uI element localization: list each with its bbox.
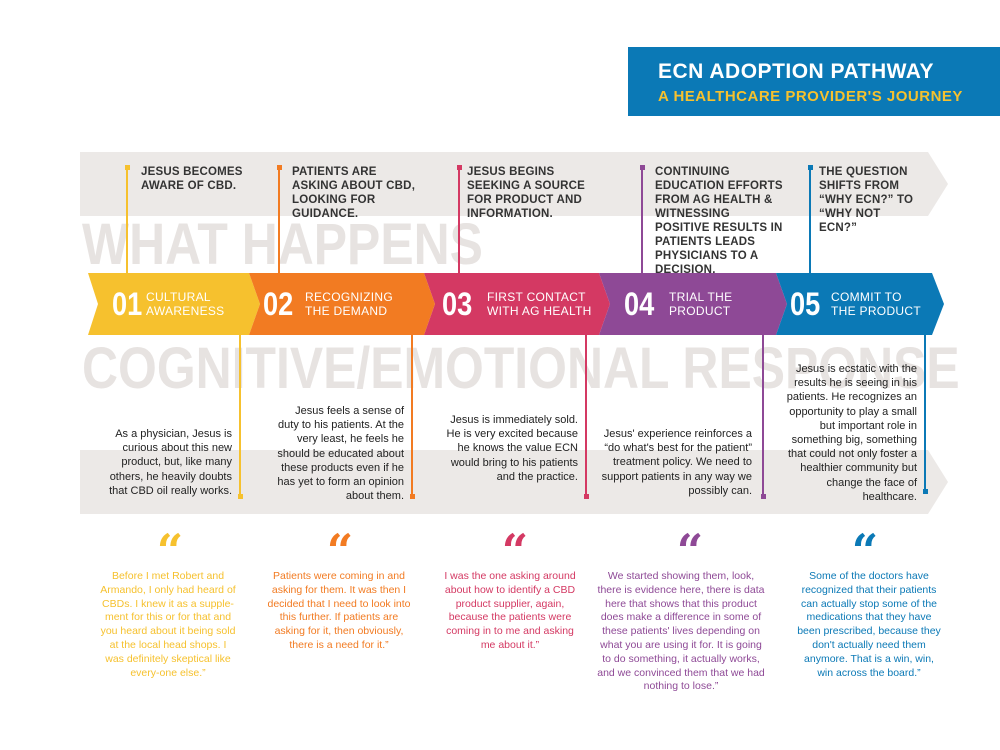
- connector-marker-5: [807, 165, 813, 170]
- connector-marker-1: [124, 165, 130, 170]
- event-text-4: CONTINUING EDUCATION EFFORTS FROM AG HEA…: [655, 166, 783, 276]
- step-label-3: FIRST CONTACT WITH AG HEALTH: [487, 290, 592, 318]
- quote-mark-2: “: [326, 524, 354, 578]
- response-text-2: Jesus feels a sense of duty to his patie…: [277, 405, 404, 503]
- response-line-1: [239, 335, 241, 497]
- quote-mark-3: “: [501, 524, 529, 578]
- response-marker-4: [760, 494, 766, 499]
- section-label-what-happens: WHAT HAPPENS: [82, 212, 483, 277]
- quote-text-1: Before I met Robert and Armando, I only …: [100, 570, 236, 679]
- step-label-5: COMMIT TO THE PRODUCT: [831, 290, 921, 318]
- response-text-4: Jesus' experience reinforces a “do what'…: [601, 428, 752, 497]
- response-line-3: [585, 335, 587, 497]
- step-1: 01 CULTURAL AWARENESS: [88, 273, 260, 335]
- page-subtitle: A HEALTHCARE PROVIDER'S JOURNEY: [658, 88, 963, 105]
- connector-line-4: [641, 166, 643, 280]
- step-number-4: 04: [624, 286, 655, 322]
- quote-text-5: Some of the doctors have recognized that…: [797, 570, 941, 679]
- event-text-5: THE QUESTION SHIFTS FROM “WHY ECN?” TO “…: [819, 166, 914, 234]
- connector-marker-2: [276, 165, 282, 170]
- response-line-4: [762, 335, 764, 497]
- page-title: ECN ADOPTION PATHWAY: [658, 60, 935, 83]
- step-label-1: CULTURAL AWARENESS: [146, 290, 225, 318]
- step-5: 05 COMMIT TO THE PRODUCT: [776, 273, 944, 335]
- event-text-2: PATIENTS ARE ASKING ABOUT CBD, LOOKING F…: [292, 166, 416, 220]
- event-text-3: JESUS BEGINS SEEKING A SOURCE FOR PRODUC…: [467, 166, 586, 220]
- response-marker-5: [922, 489, 928, 494]
- step-label-2: RECOGNIZING THE DEMAND: [305, 290, 393, 318]
- response-band: [80, 450, 948, 514]
- connector-marker-3: [456, 165, 462, 170]
- response-marker-3: [583, 494, 589, 499]
- step-number-5: 05: [790, 286, 821, 322]
- quote-text-2: Patients were coming in and asking for t…: [267, 570, 411, 651]
- step-number-3: 03: [442, 286, 473, 322]
- quote-text-4: We started showing them, look, there is …: [597, 570, 765, 693]
- quote-mark-1: “: [156, 524, 184, 578]
- response-line-2: [411, 335, 413, 497]
- section-label-cognitive-response: COGNITIVE/EMOTIONAL RESPONSE: [82, 336, 960, 401]
- connector-line-1: [126, 166, 128, 280]
- quote-mark-5: “: [851, 524, 879, 578]
- title-box: ECN ADOPTION PATHWAY A HEALTHCARE PROVID…: [628, 47, 1000, 116]
- connector-line-5: [809, 166, 811, 280]
- response-text-5: Jesus is ecstatic with the results he is…: [786, 363, 917, 503]
- step-3: 03 FIRST CONTACT WITH AG HEALTH: [424, 273, 610, 335]
- step-4: 04 TRIAL THE PRODUCT: [599, 273, 787, 335]
- step-number-1: 01: [112, 286, 143, 322]
- connector-line-2: [278, 166, 280, 280]
- quote-mark-4: “: [676, 524, 704, 578]
- response-marker-2: [409, 494, 415, 499]
- step-label-4: TRIAL THE PRODUCT: [669, 290, 733, 318]
- step-2: 02 RECOGNIZING THE DEMAND: [249, 273, 435, 335]
- connector-line-3: [458, 166, 460, 280]
- quote-text-3: I was the one asking around about how to…: [444, 570, 576, 651]
- response-line-5: [924, 335, 926, 492]
- event-text-1: JESUS BECOMES AWARE OF CBD.: [141, 166, 243, 192]
- connector-marker-4: [639, 165, 645, 170]
- response-text-1: As a physician, Jesus is curious about t…: [109, 428, 232, 497]
- what-happens-band: [80, 152, 948, 216]
- step-number-2: 02: [263, 286, 294, 322]
- response-text-3: Jesus is immediately sold. He is very ex…: [446, 414, 578, 483]
- response-marker-1: [237, 494, 243, 499]
